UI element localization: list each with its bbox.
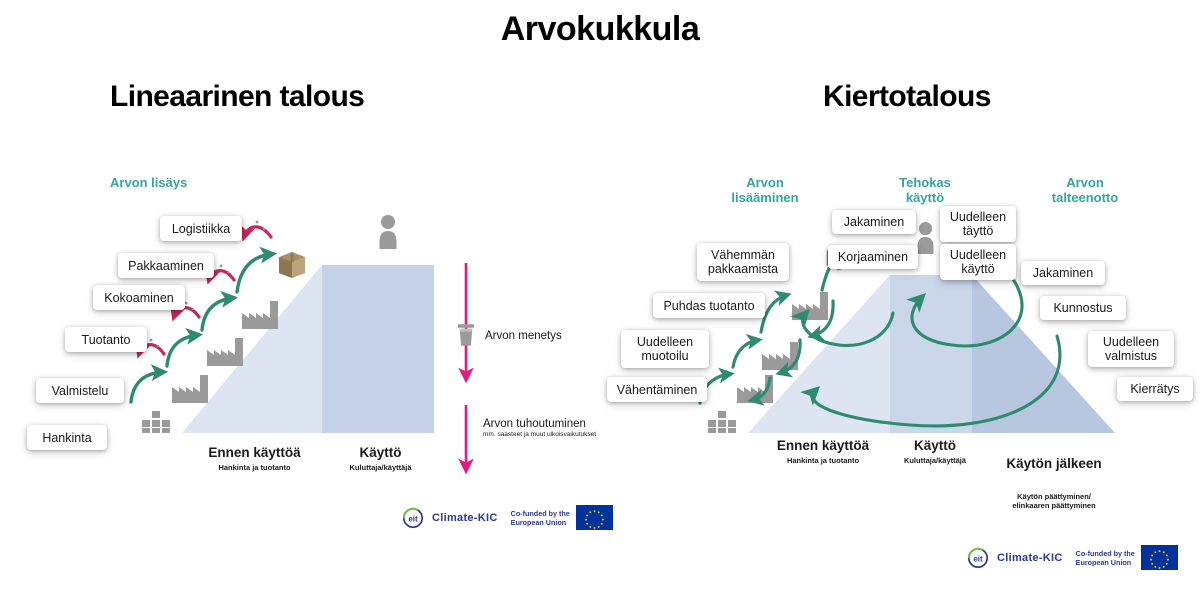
chip-jakaminen-1[interactable]: Jakaminen [832, 210, 916, 234]
axis-subtitle: Kuluttaja/käyttäjä [903, 456, 967, 465]
circular-band-after-use [972, 275, 1115, 433]
section-heading-arvon-lisaaminen: Arvon lisääminen [731, 175, 799, 205]
person-icon-linear [379, 215, 397, 249]
axis-title: Käyttö [913, 438, 956, 453]
chip-uudelleen-muotoilu[interactable]: Uudelleen muotoilu [621, 330, 709, 368]
return-arc-reuse [906, 273, 1024, 348]
section-heading-arvon-lisays: Arvon lisäys [110, 175, 188, 190]
eu-funding-block: Co-funded by the European Union [511, 505, 613, 530]
chip-vahemman-pakkaamista[interactable]: Vähemmän pakkaamista [697, 243, 789, 281]
note-subtitle: mm. saasteet ja muut ulkoisvaikutukset [483, 431, 597, 438]
chip-kunnostus[interactable]: Kunnostus [1040, 296, 1126, 320]
linear-economy-graphics [129, 215, 475, 475]
logo-block-right: eit Climate-KIC Co-funded by the Europea… [965, 545, 1178, 570]
factory-icon-2 [207, 338, 243, 366]
trash-bin-icon [457, 324, 475, 346]
note-title: Arvon menetys [485, 330, 562, 342]
eit-circle-icon: eit [402, 507, 424, 528]
climate-kic-wordmark-2: Climate-KIC [997, 551, 1063, 564]
chip-puhdas-tuotanto[interactable]: Puhdas tuotanto [653, 293, 765, 318]
axis-label-ennen-kayttoa-linear: Ennen käyttöä Hankinta ja tuotanto [197, 445, 312, 472]
note-title: Arvon tuhoutuminen [483, 418, 586, 430]
spark-dots-linear [149, 220, 266, 348]
green-arrows-circular-down [747, 299, 835, 406]
chip-valmistelu[interactable]: Valmistelu [36, 378, 124, 403]
linear-ramp-shape [182, 265, 322, 433]
eu-flag-icon [575, 505, 613, 530]
axis-label-kaytto-linear: Käyttö Kuluttaja/käyttäjä [333, 445, 428, 472]
eu-flag-icon-2 [1140, 545, 1178, 570]
chip-korjaaminen[interactable]: Korjaaminen [828, 245, 918, 269]
page-title: Arvokukkula [500, 10, 700, 48]
axis-subtitle: Hankinta ja tuotanto [786, 456, 860, 465]
axis-title: Käyttö [359, 445, 402, 460]
chip-uudelleen-taytto[interactable]: Uudelleen täyttö [940, 206, 1016, 242]
chip-uudelleen-kaytto[interactable]: Uudelleen käyttö [940, 244, 1016, 280]
circular-economy-graphics [698, 222, 1115, 433]
svg-text:eit: eit [973, 554, 983, 563]
axis-title: Käytön jälkeen [1006, 456, 1102, 471]
note-arvon-menetys: Arvon menetys [485, 329, 562, 343]
bricks-icon [142, 411, 170, 433]
climate-kic-logo: eit Climate-KIC [400, 507, 498, 529]
eit-circle-icon-2: eit [967, 547, 989, 568]
chip-jakaminen-2[interactable]: Jakaminen [1021, 261, 1105, 285]
svg-text:eit: eit [408, 514, 418, 523]
factory-icon-c3 [792, 292, 828, 320]
axis-label-kayton-jalkeen: Käytön jälkeen Käytön päättyminen/ elink… [988, 438, 1120, 528]
chip-pakkaaminen[interactable]: Pakkaaminen [118, 253, 214, 278]
chip-vahentaminen[interactable]: Vähentäminen [607, 377, 707, 402]
section-heading-arvon-talteenotto: Arvon talteenotto [1051, 175, 1119, 205]
panel-title-circular: Kiertotalous [823, 80, 991, 113]
circular-band-use [890, 275, 972, 433]
panel-title-linear: Lineaarinen talous [110, 80, 365, 113]
green-arrows-linear [129, 246, 278, 404]
bricks-icon-circular [708, 411, 736, 433]
axis-subtitle: Kuluttaja/käyttäjä [349, 463, 412, 472]
linear-use-block [322, 265, 434, 433]
axis-title: Ennen käyttöä [776, 438, 870, 453]
return-arc-recycle [800, 334, 1062, 428]
parcel-icon [279, 252, 305, 278]
eu-funding-text: Co-funded by the European Union [510, 508, 570, 527]
eu-funding-text-2: Co-funded by the European Union [1075, 548, 1135, 567]
climate-kic-wordmark: Climate-KIC [432, 511, 498, 524]
chip-tuotanto[interactable]: Tuotanto [65, 327, 147, 352]
axis-label-ennen-kayttoa-circular: Ennen käyttöä Hankinta ja tuotanto [762, 438, 884, 465]
person-icon-circular [917, 222, 934, 254]
chip-kierratys[interactable]: Kierrätys [1117, 377, 1193, 401]
return-arc-repair [790, 308, 895, 347]
climate-kic-logo-2: eit Climate-KIC [965, 547, 1063, 569]
axis-subtitle: Käytön päättyminen/ elinkaaren päättymin… [1012, 492, 1096, 510]
chip-logistiikka[interactable]: Logistiikka [160, 216, 242, 241]
axis-title: Ennen käyttöä [208, 445, 301, 460]
logo-block-center: eit Climate-KIC Co-funded by the Europea… [400, 505, 613, 530]
note-arvon-tuhoutuminen: Arvon tuhoutuminen mm. saasteet ja muut … [483, 417, 596, 439]
eu-funding-block-2: Co-funded by the European Union [1076, 545, 1178, 570]
axis-subtitle: Hankinta ja tuotanto [218, 463, 291, 472]
circular-band-before-use [748, 275, 890, 433]
axis-label-kaytto-circular: Käyttö Kuluttaja/käyttäjä [889, 438, 981, 465]
section-heading-tehokas-kaytto: Tehokas käyttö [899, 175, 951, 205]
chip-uudelleen-valmistus[interactable]: Uudelleen valmistus [1088, 331, 1174, 367]
chip-kokoaminen[interactable]: Kokoaminen [93, 285, 185, 310]
factory-icon-3 [242, 301, 278, 329]
chip-hankinta[interactable]: Hankinta [27, 425, 107, 450]
factory-icon-1 [172, 375, 208, 403]
